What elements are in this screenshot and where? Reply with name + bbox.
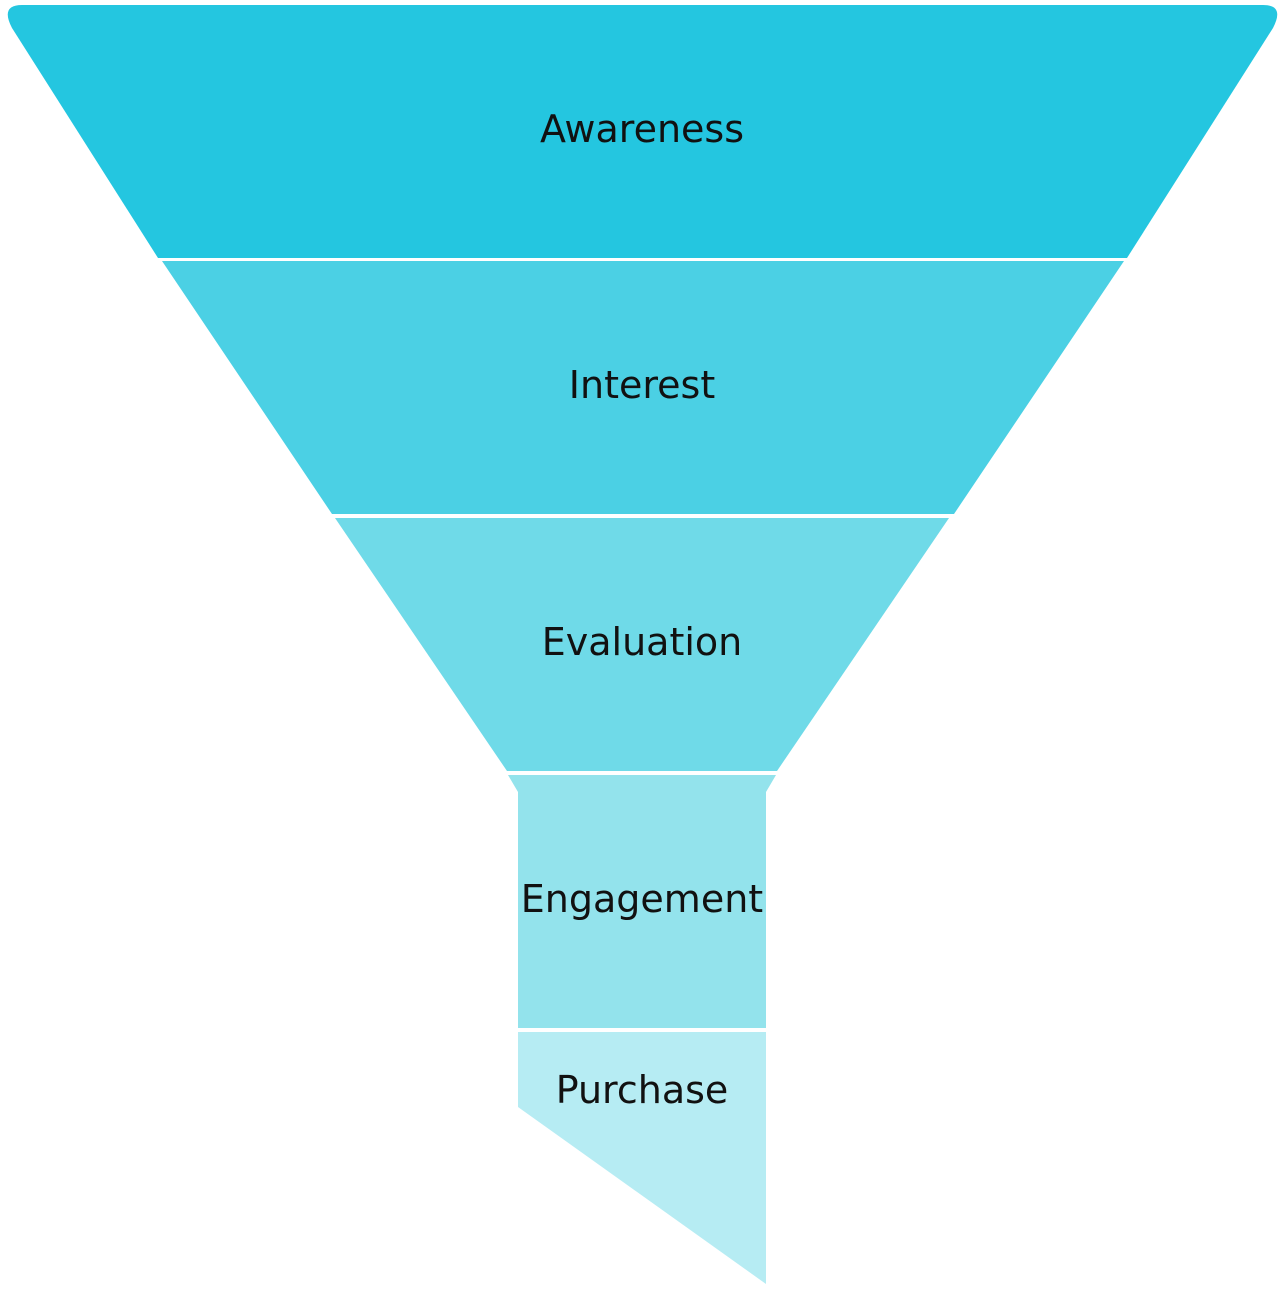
funnel-stage-awareness: Awareness bbox=[7, 5, 1278, 258]
funnel-segment-engagement bbox=[508, 775, 776, 1028]
funnel-segment-interest bbox=[162, 261, 1124, 514]
funnel-segment-purchase bbox=[518, 1032, 766, 1284]
funnel-stage-engagement: Engagement bbox=[508, 775, 776, 1028]
stage-label-interest: Interest bbox=[569, 363, 715, 407]
stage-label-purchase: Purchase bbox=[556, 1068, 729, 1112]
funnel-stage-purchase: Purchase bbox=[518, 1032, 766, 1284]
stage-label-awareness: Awareness bbox=[540, 107, 744, 151]
funnel-stage-interest: Interest bbox=[162, 261, 1124, 514]
funnel-stage-evaluation: Evaluation bbox=[335, 518, 949, 771]
funnel-segment-awareness bbox=[7, 5, 1278, 258]
stage-label-evaluation: Evaluation bbox=[542, 620, 743, 664]
stage-label-engagement: Engagement bbox=[521, 877, 763, 921]
funnel-segment-evaluation bbox=[335, 518, 949, 771]
